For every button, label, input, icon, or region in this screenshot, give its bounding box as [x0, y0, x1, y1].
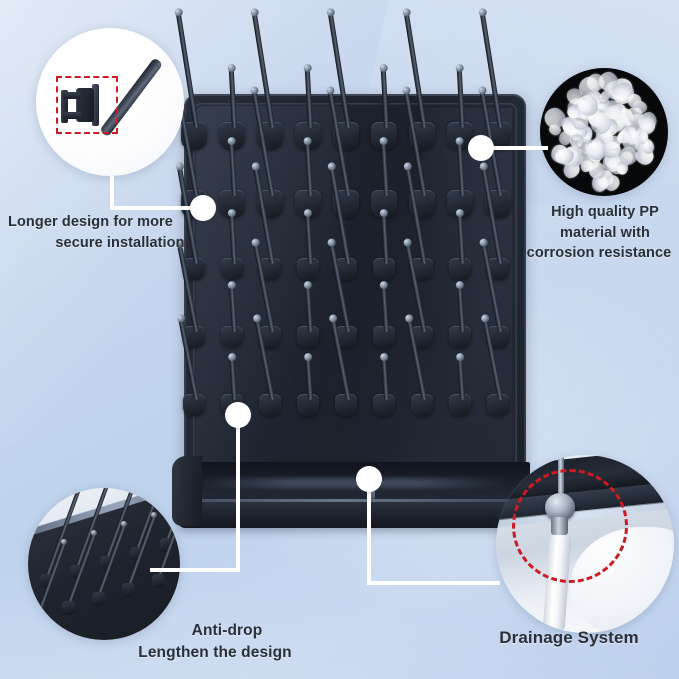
- leader-line-1-vertical: [110, 176, 114, 210]
- callout-label-2-line-3: corrosion resistance: [526, 245, 672, 262]
- peg-socket: [335, 258, 357, 280]
- callout-label-longer-design: Longer design for more secure installati…: [8, 212, 218, 253]
- leader-line-4-horizontal: [367, 581, 500, 585]
- callout-label-3-line-2: Lengthen the design: [138, 644, 292, 661]
- red-dashed-highlight-circle: [512, 469, 628, 583]
- callout-circle-drainage: [496, 455, 674, 633]
- callout-label-anti-drop: Anti-drop Lengthen the design: [100, 620, 330, 664]
- peg-socket: [411, 326, 433, 348]
- peg-socket: [335, 326, 357, 348]
- closeup-peg-tip: [150, 512, 157, 519]
- closeup-peg-tip: [90, 530, 97, 537]
- drip-tray-drain-nub: [368, 484, 375, 500]
- product-drying-rack: [168, 7, 538, 552]
- peg-tip: [455, 208, 464, 218]
- peg-clip-spine-icon: [61, 90, 68, 123]
- peg-socket: [335, 394, 357, 416]
- peg-socket: [183, 326, 205, 348]
- callout-label-1-line-2: secure installation: [55, 234, 185, 251]
- peg-tip: [379, 281, 388, 290]
- peg-socket: [487, 394, 509, 416]
- drip-tray-floor: [178, 502, 538, 528]
- peg-socket: [183, 394, 205, 416]
- peg-socket: [259, 326, 281, 348]
- peg-socket: [373, 258, 395, 280]
- drip-tray-highlight: [198, 478, 508, 488]
- peg-tip: [226, 136, 236, 146]
- closeup-peg-tip: [75, 488, 82, 491]
- peg-socket: [449, 326, 471, 348]
- peg-tip: [378, 136, 388, 146]
- pp-pellet: [616, 161, 628, 175]
- peg-clip-lower-prong-icon: [63, 112, 81, 119]
- peg-socket: [449, 258, 471, 280]
- callout-dot-1[interactable]: [190, 195, 216, 221]
- peg-mount-plate-icon: [92, 84, 99, 126]
- peg-socket: [259, 258, 281, 280]
- callout-label-2-line-2: material with: [560, 224, 650, 241]
- closeup-peg-base: [122, 583, 135, 597]
- peg-tip: [454, 136, 464, 146]
- peg-socket: [297, 258, 319, 280]
- peg-socket: [411, 258, 433, 280]
- callout-circle-pp-pellets: [540, 68, 668, 196]
- callout-label-drainage-system: Drainage System: [499, 628, 639, 647]
- rack-backboard-sheen-right: [422, 108, 512, 478]
- leader-line-3-vertical: [236, 420, 240, 572]
- peg-socket: [373, 394, 395, 416]
- callout-dot-3[interactable]: [225, 402, 251, 428]
- rack-backboard-sheen-left: [196, 106, 346, 486]
- callout-dot-4[interactable]: [356, 466, 382, 492]
- peg-tip: [303, 208, 312, 218]
- callout-circle-peg-array: [28, 488, 180, 640]
- callout-dot-2[interactable]: [468, 135, 494, 161]
- closeup-peg-base: [92, 592, 105, 606]
- leader-line-4-vertical: [367, 484, 371, 584]
- leader-line-2-horizontal: [492, 146, 548, 150]
- red-dashed-highlight-box: [56, 76, 118, 134]
- peg-tip: [302, 136, 312, 146]
- leader-line-1-horizontal: [110, 206, 202, 210]
- peg-socket: [297, 326, 319, 348]
- closeup-peg-base: [152, 574, 165, 588]
- callout-label-1-line-1: Longer design for more: [8, 214, 173, 230]
- peg-socket: [221, 326, 243, 348]
- peg-tip: [302, 63, 312, 72]
- closeup-peg-tip: [60, 539, 67, 546]
- callout-circle-peg-clip: [36, 28, 184, 176]
- peg-socket: [487, 258, 509, 280]
- drip-tray-lip: [182, 499, 534, 503]
- peg-socket: [411, 394, 433, 416]
- peg-tip: [454, 63, 464, 72]
- peg-socket: [449, 394, 471, 416]
- peg-tip: [227, 208, 236, 218]
- peg-socket: [183, 258, 205, 280]
- rack-drip-tray: [172, 456, 538, 540]
- peg-tip: [455, 281, 464, 290]
- peg-tip: [379, 208, 388, 218]
- peg-socket: [259, 394, 281, 416]
- peg-tip: [227, 281, 236, 290]
- closeup-peg-base: [62, 601, 75, 615]
- callout-label-3-line-1: Anti-drop: [191, 622, 263, 639]
- leader-line-3-horizontal: [150, 568, 240, 572]
- closeup-peg-base: [32, 610, 45, 624]
- peg-socket: [221, 258, 243, 280]
- peg-socket: [297, 394, 319, 416]
- peg-socket: [487, 326, 509, 348]
- peg-clip-upper-prong-icon: [63, 92, 81, 99]
- peg-socket: [373, 326, 395, 348]
- closeup-peg-tip: [120, 521, 127, 528]
- callout-label-2-line-1: High quality PP: [551, 204, 659, 220]
- peg-tip: [226, 63, 236, 72]
- peg-tip: [378, 63, 388, 72]
- callout-label-pp-material: High quality PP material with corrosion …: [527, 202, 679, 264]
- peg-tip: [303, 281, 312, 290]
